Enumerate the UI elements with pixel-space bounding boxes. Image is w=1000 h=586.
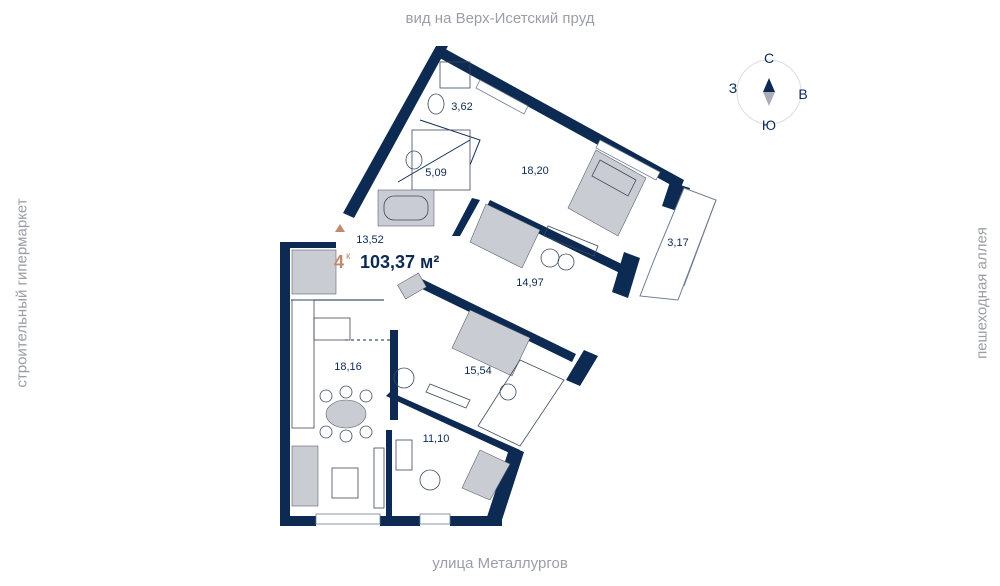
room-count-suffix: к	[346, 251, 351, 262]
windows	[315, 79, 661, 525]
interior-walls	[291, 119, 630, 526]
compass-e: В	[798, 86, 807, 102]
orientation-south-label: улица Металлургов	[432, 555, 568, 572]
room-area-hall: 13,52	[356, 234, 384, 246]
bedroom-middle-furniture	[469, 203, 575, 271]
room-area-study: 11,10	[423, 433, 450, 445]
room-area-kitchen-living: 18,16	[334, 361, 362, 373]
compass-north-arrow-icon	[763, 78, 775, 92]
room-area-balcony: 3,17	[667, 237, 688, 249]
room-area-bath-top: 3,62	[451, 101, 472, 113]
room-area-bedroom-middle: 14,97	[516, 277, 544, 289]
bedroom-north-furniture	[543, 149, 647, 257]
entrance-marker-icon	[335, 224, 345, 232]
compass: С Ю З В	[729, 50, 808, 133]
compass-s: Ю	[762, 117, 776, 133]
compass-n: С	[764, 50, 774, 66]
room-area-bedroom-north: 18,20	[521, 165, 549, 177]
compass-w: З	[729, 80, 737, 96]
bathroom-fixtures	[377, 61, 471, 227]
bedroom-south-furniture	[393, 309, 565, 447]
balcony	[639, 187, 717, 301]
apartment-summary: 4 к 103,37 м²	[334, 251, 439, 272]
hall-furniture	[291, 249, 427, 300]
kitchen-living-furniture	[291, 299, 385, 509]
room-count: 4	[334, 252, 344, 272]
room-area-labels: 3,62 5,09 18,20 3,17 13,52 14,97 18,16 1…	[334, 101, 688, 445]
room-area-bedroom-south: 15,54	[464, 365, 492, 377]
compass-south-arrow-icon	[763, 92, 775, 106]
total-area: 103,37 м²	[360, 252, 439, 272]
orientation-north-label: вид на Верх-Исетский пруд	[405, 10, 595, 27]
study-furniture	[395, 439, 511, 501]
room-area-bathroom: 5,09	[425, 167, 446, 179]
